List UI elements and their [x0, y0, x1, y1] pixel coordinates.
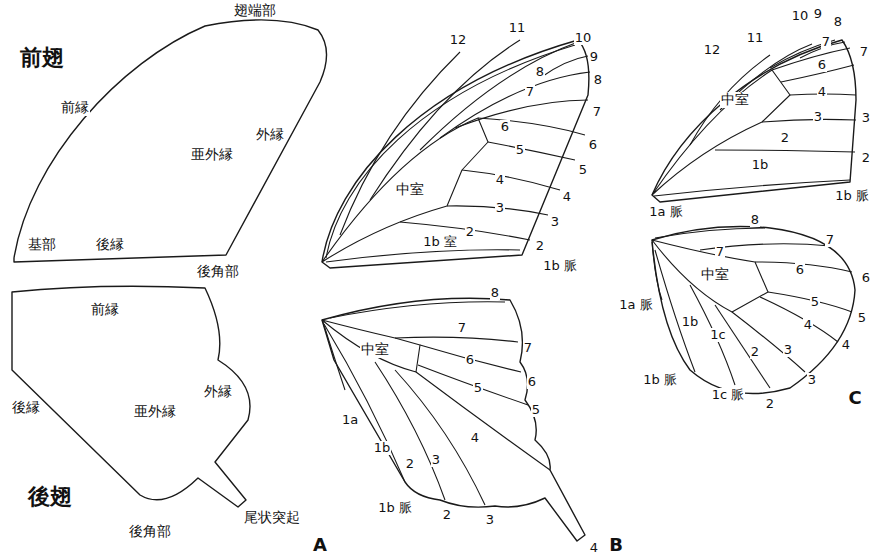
region-label: 1b 脈	[377, 501, 413, 515]
vein-number: 1b	[751, 158, 770, 172]
vein-number: 7	[525, 85, 535, 99]
wing-outlines	[12, 20, 856, 541]
vein-number: 2	[405, 457, 415, 471]
vein-number: 2	[535, 239, 545, 253]
region-label: 外縁	[255, 127, 285, 142]
vein-number: 3	[431, 453, 441, 467]
region-label: 亜外縁	[133, 404, 177, 419]
region-label: 中室	[360, 342, 390, 357]
vein-number: 1b	[373, 441, 392, 455]
vein-number: 1b	[681, 315, 700, 329]
vein-number: 3	[495, 201, 505, 215]
vein-number: 4	[562, 190, 572, 204]
vein-number: 7	[523, 341, 533, 355]
vein-number: 2	[765, 397, 775, 411]
vein-number: 3	[783, 343, 793, 357]
vein-number: 3	[550, 215, 560, 229]
vein-number: 3	[861, 111, 871, 125]
vein-number: 6	[795, 263, 805, 277]
vein-number: 5	[531, 403, 541, 417]
vein-number: 8	[750, 213, 760, 227]
vein-number: 6	[500, 120, 510, 134]
vein-number: 12	[449, 33, 468, 47]
vein-number: 2	[780, 131, 790, 145]
panel-letter: A	[312, 535, 328, 555]
vein-number: 10	[574, 31, 593, 45]
vein-number: 7	[821, 35, 831, 49]
vein-number: 8	[535, 65, 545, 79]
vein-number: 11	[508, 21, 527, 35]
region-label: 後縁	[95, 237, 125, 252]
region-label: 外縁	[203, 384, 233, 399]
wing-title: 後翅	[27, 485, 73, 509]
vein-number: 4	[589, 541, 599, 555]
vein-number: 9	[589, 50, 599, 64]
region-label: 前縁	[60, 100, 90, 115]
vein-number: 7	[592, 105, 602, 119]
region-label: 1b 脈	[834, 189, 870, 203]
region-label: 1b 脈	[542, 259, 578, 273]
region-label: 中室	[720, 92, 750, 107]
wing-title: 前翅	[19, 46, 65, 70]
vein-number: 5	[810, 295, 820, 309]
region-label: 1b 室	[422, 235, 458, 249]
wing-veins	[322, 40, 856, 505]
vein-number: 10	[791, 9, 810, 23]
vein-number: 9	[813, 7, 823, 21]
vein-number: 5	[515, 143, 525, 157]
vein-number: 3	[807, 373, 817, 387]
vein-number: 7	[715, 245, 725, 259]
vein-number: 8	[593, 73, 603, 87]
vein-number: 2	[442, 508, 452, 522]
region-label: 前縁	[90, 302, 120, 317]
vein-number: 8	[833, 15, 843, 29]
vein-number: 5	[473, 381, 483, 395]
vein-number: 2	[750, 345, 760, 359]
region-label: 中室	[395, 182, 425, 197]
vein-number: 5	[578, 163, 588, 177]
vein-number: 4	[495, 173, 505, 187]
region-label: 後角部	[128, 524, 172, 539]
vein-number: 4	[841, 338, 851, 352]
region-label: 中室	[700, 267, 730, 282]
vein-number: 12	[703, 43, 722, 57]
region-label: 1a 脈	[648, 205, 683, 219]
vein-number: 4	[803, 318, 813, 332]
region-label: 尾状突起	[243, 510, 301, 525]
region-label: 基部	[27, 237, 57, 252]
vein-number: 2	[861, 151, 871, 165]
vein-number: 2	[465, 225, 475, 239]
vein-number: 4	[470, 431, 480, 445]
vein-number: 11	[746, 31, 765, 45]
vein-number: 6	[817, 58, 827, 72]
vein-number: 5	[857, 311, 867, 325]
vein-number: 7	[825, 233, 835, 247]
vein-number: 8	[490, 286, 500, 300]
vein-number: 6	[527, 375, 537, 389]
region-label: 後縁	[11, 400, 41, 415]
panel-letter: C	[847, 388, 862, 408]
vein-number: 6	[861, 271, 871, 285]
region-label: 亜外縁	[190, 147, 234, 162]
region-label: 1c 脈	[711, 388, 746, 402]
region-label: 翅端部	[233, 3, 277, 18]
vein-number: 7	[457, 321, 467, 335]
vein-number: 3	[813, 110, 823, 124]
vein-number: 1c	[709, 328, 726, 342]
region-label: 1a 脈	[618, 298, 653, 312]
vein-number: 6	[588, 138, 598, 152]
vein-number: 3	[485, 513, 495, 527]
panel-letter: B	[608, 535, 624, 555]
vein-number: 6	[465, 353, 475, 367]
vein-number: 1a	[341, 413, 359, 427]
region-label: 後角部	[196, 264, 240, 279]
vein-number: 4	[817, 85, 827, 99]
region-label: 1b 脈	[642, 373, 678, 387]
vein-number: 7	[859, 45, 869, 59]
